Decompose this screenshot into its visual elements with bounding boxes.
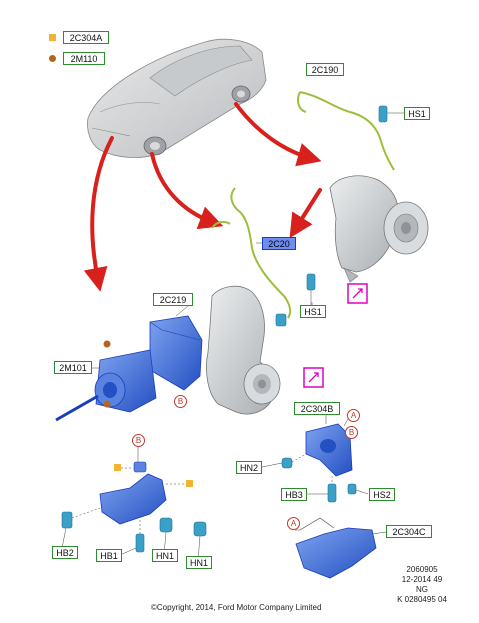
label-hb2: HB2 — [52, 546, 78, 559]
label-2c20: 2C20 — [262, 237, 296, 250]
label-hs1-top: HS1 — [404, 107, 430, 120]
label-hb1: HB1 — [96, 549, 122, 562]
label-hb3: HB3 — [281, 488, 307, 501]
actuator-2c219 — [149, 305, 203, 391]
part-code-line-1: 2060905 — [406, 565, 438, 574]
label-hn2: HN2 — [236, 461, 262, 474]
label-2m101: 2M101 — [54, 361, 92, 374]
legend-label-2c304a: 2C304A — [63, 31, 109, 44]
red-pointer-arrows — [83, 102, 322, 292]
part-code-line-3: NG — [416, 585, 428, 594]
ref-circle-b-upper: B — [345, 426, 358, 439]
ref-circle-b-bracket: B — [132, 434, 145, 447]
label-hs1-mid: HS1 — [300, 305, 326, 318]
part-code-line-4: K 0280495 04 — [397, 595, 447, 604]
legend-label-2m110: 2M110 — [63, 52, 105, 65]
magenta-note-icon-upper — [347, 283, 368, 304]
legend-dot-symbol — [49, 55, 56, 62]
part-code-block: 2060905 12-2014 49 NG K 0280495 04 — [382, 565, 462, 605]
sensor-plug-mid — [275, 313, 287, 327]
ref-circle-b-actuator: B — [174, 395, 187, 408]
fasteners-lower-left — [61, 507, 207, 553]
part-code-line-2: 12-2014 49 — [401, 575, 443, 584]
label-hn1: HN1 — [152, 549, 178, 562]
car-illustration — [87, 38, 267, 158]
label-hn1-lower: HN1 — [186, 556, 212, 569]
hs1-bolt-mid — [306, 273, 316, 306]
bracket-2c304c — [295, 517, 387, 579]
sensor-harness-right — [297, 91, 395, 171]
label-2c219: 2C219 — [153, 293, 193, 306]
label-2c190: 2C190 — [306, 63, 344, 76]
sensor-harness-left — [211, 187, 292, 319]
label-hs2: HS2 — [369, 488, 395, 501]
copyright-text: ©Copyright, 2014, Ford Motor Company Lim… — [151, 603, 322, 612]
ref-circle-a-upper: A — [347, 409, 360, 422]
label-2c304b: 2C304B — [294, 402, 340, 415]
knuckle-left — [206, 285, 281, 415]
knuckle-right — [329, 175, 429, 283]
ref-circle-a-lower: A — [287, 517, 300, 530]
hs1-bolt-top — [378, 105, 404, 123]
legend-square-symbol — [49, 34, 56, 41]
magenta-note-icon-lower — [303, 367, 324, 388]
bracket-2c304b — [281, 423, 357, 503]
label-2c304c: 2C304C — [386, 525, 432, 538]
bracket-lower-left — [99, 461, 193, 525]
motor-2m101 — [55, 340, 157, 422]
